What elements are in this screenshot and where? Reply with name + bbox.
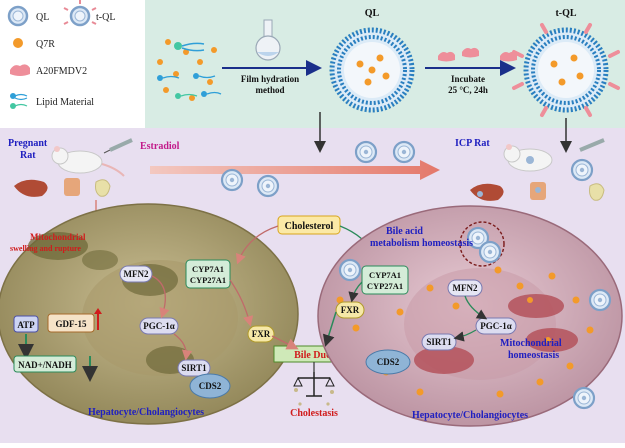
- tql-liposome-large: [512, 23, 620, 117]
- bile-acid-label-1: Bile acid: [386, 226, 423, 237]
- legend-tql-label: t-QL: [96, 12, 115, 23]
- liposome-small-icon: [338, 258, 362, 282]
- cholesterol-to-cyp-left-arrow: [235, 225, 279, 265]
- sirt1-left-label: SIRT1: [181, 363, 207, 373]
- cholestasis-label: Cholestasis: [290, 408, 338, 419]
- fxr-left-label: FXR: [252, 329, 271, 339]
- pregnant-rat-icon: [51, 146, 125, 177]
- legend: QL t-QL Q7R A20FMDV2 Lipid Material: [7, 0, 115, 109]
- cyp7a1-left-label: CYP7A1: [192, 264, 224, 274]
- legend-ql-label: QL: [36, 12, 49, 23]
- sirt1-left-box: [177, 359, 211, 377]
- nad-label: NAD+/NADH: [18, 360, 72, 370]
- cholesterol-label: Cholesterol: [285, 221, 334, 232]
- pregnant-rat-label-1: Pregnant: [8, 138, 48, 149]
- mfn2-to-pgc-right-arrow: [464, 295, 488, 320]
- balance-scale-icon: [293, 372, 335, 397]
- syringe-icon: [103, 138, 133, 154]
- liposome-small-icon: [588, 288, 612, 312]
- fxr-right-to-bile-arrow: [322, 311, 337, 347]
- right-cell-caption: Hepatocyte/Cholangiocytes: [412, 410, 528, 421]
- liposome-small-icon: [256, 174, 280, 198]
- incubate-label-2: 25 °C, 24h: [448, 85, 488, 95]
- legend-lipid-label: Lipid Material: [36, 97, 94, 108]
- cyp-to-fxr-right-arrow: [348, 281, 363, 303]
- liposome-small-icon: [220, 168, 244, 192]
- mito-swelling-label-1: Mitochondrial: [30, 232, 86, 242]
- cholesterol-box: [277, 215, 341, 235]
- mito-swelling-label-2: swelling and rupture: [10, 244, 81, 253]
- pgc-left-label: PGC-1α: [143, 321, 175, 331]
- lipid-materials-cluster: [157, 39, 222, 101]
- liposome-small-icon: [572, 386, 596, 410]
- ql-process-label: QL: [365, 8, 380, 19]
- gdf15-label: GDF-15: [56, 319, 87, 329]
- film-hydration-label-2: method: [256, 85, 285, 95]
- organs-left: [14, 178, 111, 225]
- atp-label: ATP: [17, 320, 35, 330]
- cyp27a1-left-label: CYP27A1: [190, 275, 226, 285]
- sirt1-right-label: SIRT1: [426, 337, 452, 347]
- cyp-right-box: [361, 265, 409, 295]
- mito-homeostasis-label-2: homeostasis: [508, 350, 559, 361]
- round-bottom-flask-icon: [255, 19, 281, 61]
- mfn2-right-label: MFN2: [453, 283, 478, 293]
- peptide-particles: [438, 47, 517, 62]
- atp-box: [13, 315, 39, 333]
- endocytosis-highlight: [459, 221, 505, 267]
- liposome-small-icon: [570, 158, 594, 182]
- sirt1-right-box: [421, 333, 457, 351]
- pgc-right-label: PGC-1α: [480, 321, 512, 331]
- nad-box: [13, 355, 77, 373]
- pregnant-rat-label-2: Rat: [20, 150, 36, 161]
- cyp-to-fxr-arrow: [229, 279, 254, 327]
- fxr-left-to-bile-arrow: [271, 335, 299, 350]
- mfn2-left-box: [119, 265, 153, 283]
- pgc-left-box: [139, 317, 179, 335]
- tql-legend-icon: [63, 0, 97, 27]
- liposome-small-icon: [478, 240, 502, 264]
- cds2-left-blob: [189, 373, 231, 399]
- icp-rat-icon: [503, 138, 605, 172]
- cds2-right-blob: [365, 349, 411, 375]
- tql-process-label: t-QL: [555, 8, 576, 19]
- mfn2-to-pgc-arrow: [151, 275, 170, 319]
- liposome-small-icon: [354, 140, 378, 164]
- cyp7a1-right-label: CYP7A1: [369, 270, 401, 280]
- film-hydration-label-1: Film hydration: [241, 74, 299, 84]
- up-arrow-head-icon: [94, 308, 102, 314]
- cds2-left-label: CDS2: [199, 381, 222, 391]
- legend-q7r-label: Q7R: [36, 39, 55, 50]
- mito-homeostasis-label-1: Mitochondrial: [500, 338, 562, 349]
- liposome-small-icon: [392, 140, 416, 164]
- fxr-left-box: [247, 325, 275, 343]
- ql-legend-icon: [7, 5, 29, 27]
- peptide-icon: [10, 64, 30, 76]
- bile-duct-label: Bile Duct: [294, 350, 334, 361]
- pgc-to-sirt1-right-arrow: [453, 329, 477, 342]
- model-progression-arrow: [150, 160, 440, 180]
- q7r-dot-icon: [13, 38, 23, 48]
- cds2-right-label: CDS2: [377, 357, 400, 367]
- pgc-to-sirt1-arrow: [173, 333, 193, 361]
- lipid-icon: [10, 93, 28, 109]
- cyp-left-box: [185, 259, 231, 289]
- right-mitochondria: [414, 294, 578, 374]
- organs-right: [470, 182, 605, 201]
- legend-peptide-label: A20FMDV2: [36, 66, 87, 77]
- bile-particles: [294, 388, 334, 406]
- fxr-right-label: FXR: [341, 305, 360, 315]
- mfn2-left-label: MFN2: [124, 269, 149, 279]
- icp-rat-label: ICP Rat: [455, 138, 490, 149]
- bile-acid-label-2: metabolism homeostasis: [370, 238, 473, 249]
- gdf15-box: [47, 313, 95, 333]
- ql-liposome-large: [329, 27, 415, 113]
- estradiol-label: Estradiol: [140, 141, 180, 152]
- left-cell-caption: Hepatocyte/Cholangiocytes: [88, 407, 204, 418]
- pgc-right-box: [475, 317, 517, 335]
- incubate-label-1: Incubate: [451, 74, 485, 84]
- cyp27a1-right-label: CYP27A1: [367, 281, 403, 291]
